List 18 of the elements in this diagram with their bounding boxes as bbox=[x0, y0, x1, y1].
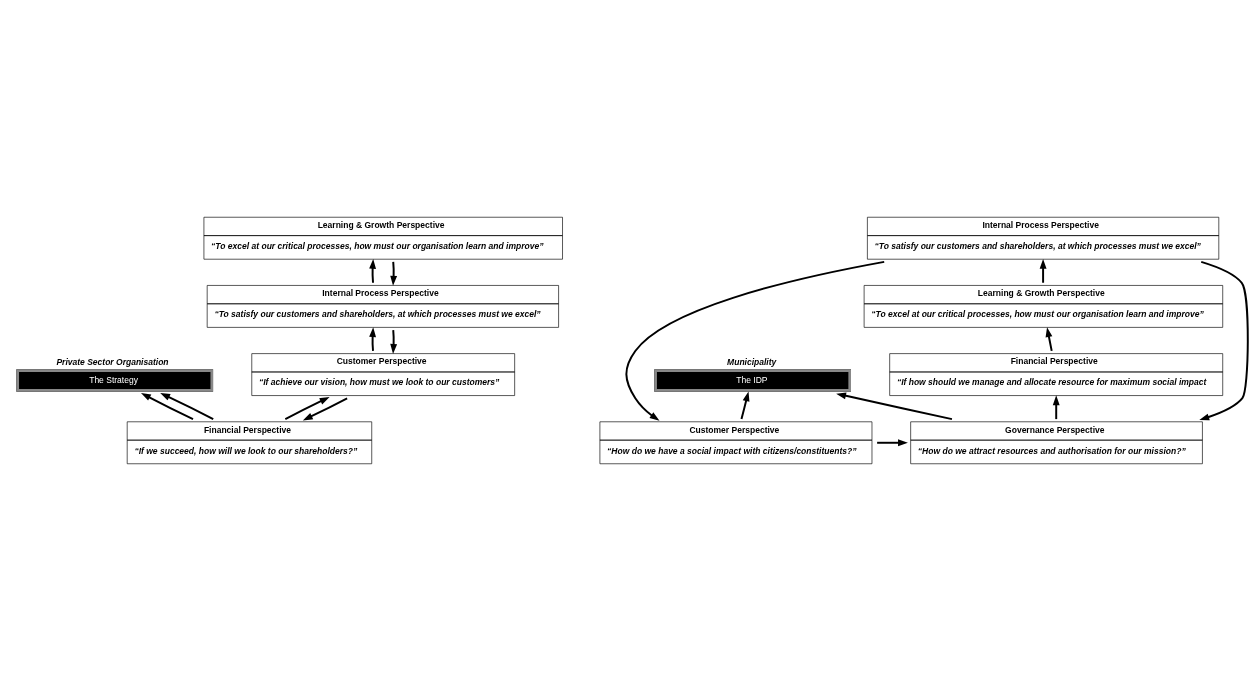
arrow bbox=[1045, 327, 1053, 352]
arrow bbox=[1199, 260, 1249, 421]
arrow bbox=[625, 260, 886, 421]
arrow bbox=[390, 260, 398, 286]
arrow bbox=[390, 329, 398, 354]
arrow bbox=[369, 258, 377, 284]
arrow bbox=[1039, 258, 1047, 284]
node-label: Private Sector Organisation bbox=[56, 357, 169, 368]
arrow bbox=[369, 327, 377, 352]
arrow bbox=[876, 439, 908, 447]
arrow bbox=[302, 397, 349, 421]
node-label: Municipality bbox=[727, 357, 777, 368]
arrow bbox=[1052, 395, 1060, 421]
arrow bbox=[141, 392, 194, 421]
arrow bbox=[284, 397, 330, 421]
arrow bbox=[836, 392, 953, 421]
arrow bbox=[740, 391, 750, 421]
arrow bbox=[160, 393, 215, 421]
